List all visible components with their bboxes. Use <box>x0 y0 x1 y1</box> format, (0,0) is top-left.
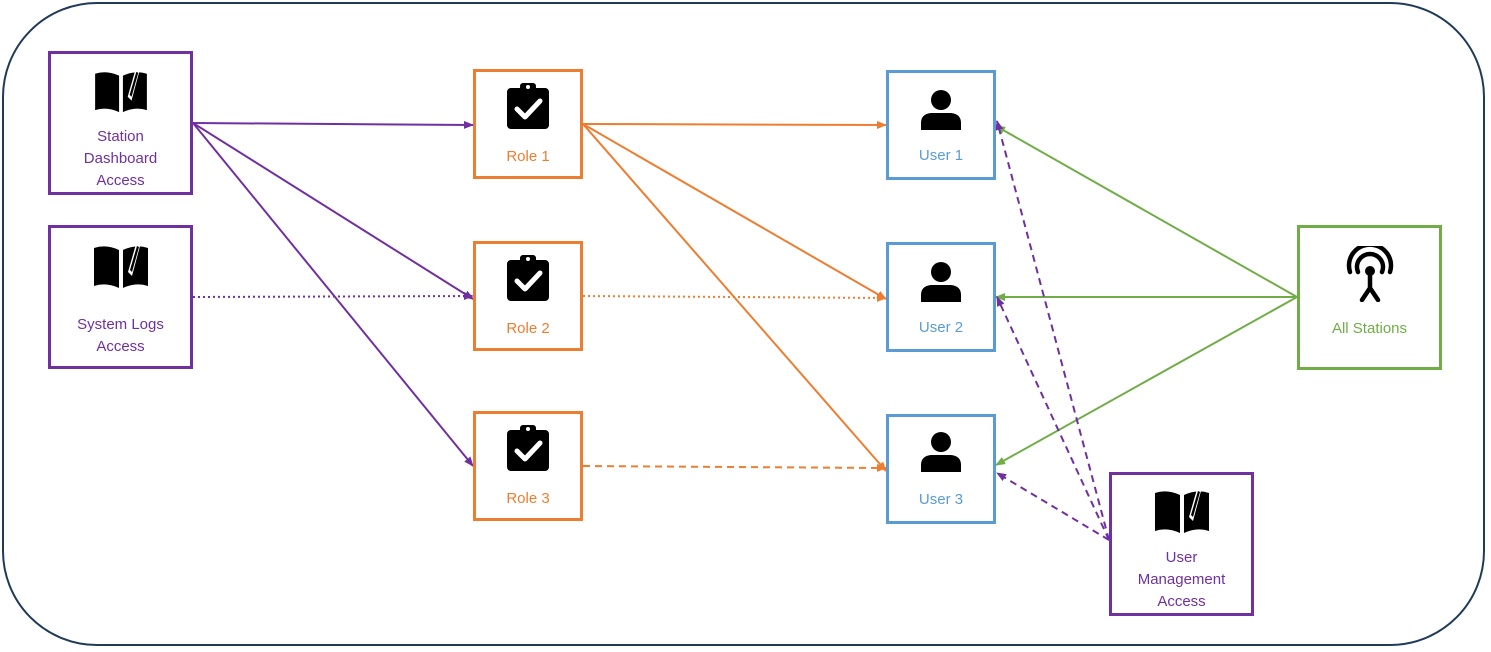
edge-station-dashboard-access-to-role-3 <box>192 122 474 467</box>
role-2-box: Role 2 <box>473 241 583 351</box>
edge-all-stations-to-user-1 <box>995 125 1298 298</box>
permission-user-management-access: User Management Access <box>1109 472 1254 616</box>
edge-user-management-access-to-user-1 <box>995 120 1110 541</box>
edge-station-dashboard-access-to-role-1 <box>192 120 474 129</box>
user-label: User 2 <box>918 319 964 336</box>
edge-station-dashboard-access-to-role-2 <box>192 122 474 300</box>
edge-role-2-to-user-2 <box>582 293 887 302</box>
person-icon <box>921 432 961 472</box>
edge-role-3-to-user-3 <box>582 463 887 472</box>
role-label: Role 3 <box>506 490 550 507</box>
person-icon <box>921 262 961 302</box>
edge-role-1-to-user-2 <box>582 123 887 300</box>
user-2-box: User 2 <box>886 242 996 352</box>
permission-station-dashboard-access: Station Dashboard Access <box>48 51 193 195</box>
book-icon <box>1154 489 1209 533</box>
role-label: Role 1 <box>506 148 550 165</box>
all-stations-box: All Stations <box>1297 225 1442 370</box>
clipboard-check-icon <box>507 83 549 129</box>
user-3-box: User 3 <box>886 414 996 524</box>
user-label: User 3 <box>918 491 964 508</box>
role-1-box: Role 1 <box>473 69 583 179</box>
edge-user-management-access-to-user-2 <box>996 296 1110 541</box>
role-label: Role 2 <box>506 320 550 337</box>
permission-system-logs-access: System Logs Access <box>48 225 193 369</box>
edge-all-stations-to-user-3 <box>995 296 1298 466</box>
book-icon <box>94 69 147 113</box>
permission-label: User Management Access <box>1137 549 1226 610</box>
person-icon <box>921 90 961 130</box>
permission-label: System Logs Access <box>77 316 164 355</box>
edge-user-management-access-to-user-3 <box>996 472 1110 541</box>
role-3-box: Role 3 <box>473 411 583 521</box>
clipboard-check-icon <box>507 425 549 471</box>
book-icon <box>93 244 148 288</box>
antenna-icon <box>1346 246 1393 302</box>
permission-label: Station Dashboard Access <box>83 128 158 189</box>
edge-role-1-to-user-1 <box>582 120 887 129</box>
user-label: User 1 <box>918 147 964 164</box>
clipboard-check-icon <box>507 255 549 301</box>
user-1-box: User 1 <box>886 70 996 180</box>
station-label: All Stations <box>1331 320 1408 337</box>
edge-system-logs-access-to-role-2 <box>192 292 474 301</box>
